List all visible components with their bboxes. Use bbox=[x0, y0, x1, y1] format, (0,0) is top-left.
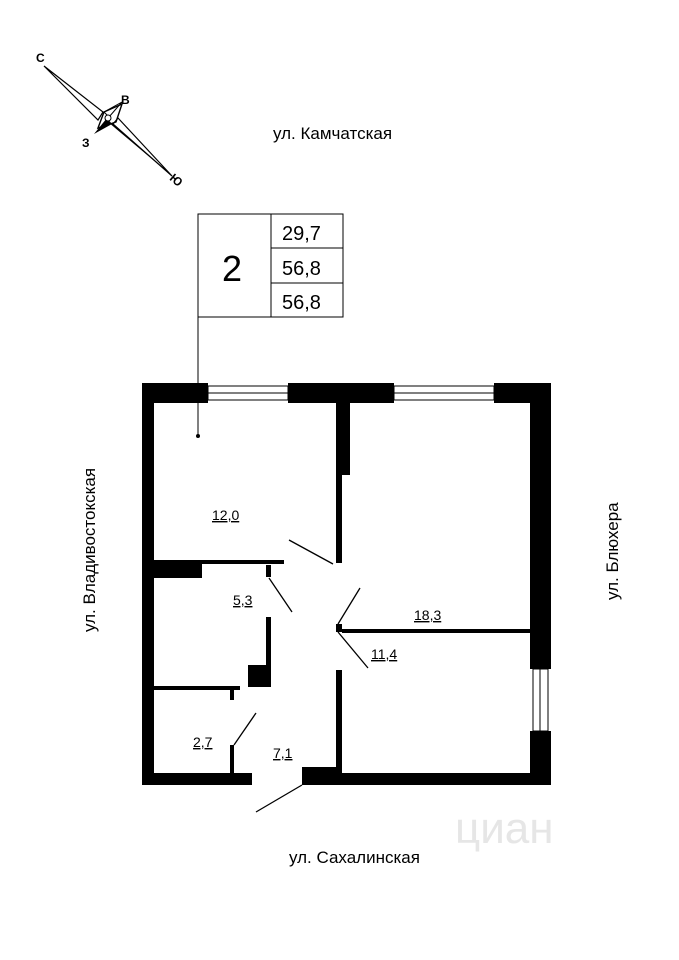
street-east: ул. Блюхера bbox=[603, 502, 622, 600]
windows bbox=[207, 385, 549, 732]
street-south: ул. Сахалинская bbox=[289, 848, 420, 867]
walls bbox=[142, 383, 551, 785]
street-north: ул. Камчатская bbox=[273, 124, 392, 143]
living-area-value: 29,7 bbox=[282, 223, 321, 245]
compass-west-label: З bbox=[82, 136, 90, 150]
compass-north-label: С bbox=[36, 51, 45, 65]
compass-rose-icon bbox=[43, 65, 173, 177]
room-area-18-3: 18,3 bbox=[414, 607, 441, 623]
compass-east-label: В bbox=[121, 93, 130, 107]
room-area-7-1: 7,1 bbox=[273, 745, 293, 761]
room-area-5-3: 5,3 bbox=[233, 592, 253, 608]
apartment-info-table bbox=[196, 213, 344, 438]
doors bbox=[233, 539, 369, 813]
room-area-11-4: 11,4 bbox=[371, 646, 397, 662]
street-west: ул. Владивостокская bbox=[80, 468, 99, 632]
room-area-12-0: 12,0 bbox=[212, 507, 239, 523]
rooms-count: 2 bbox=[222, 248, 242, 289]
room-area-2-7: 2,7 bbox=[193, 734, 213, 750]
total-area-balcony-value: 56,8 bbox=[282, 292, 321, 314]
total-area-value: 56,8 bbox=[282, 258, 321, 280]
watermark: циан bbox=[455, 804, 554, 853]
